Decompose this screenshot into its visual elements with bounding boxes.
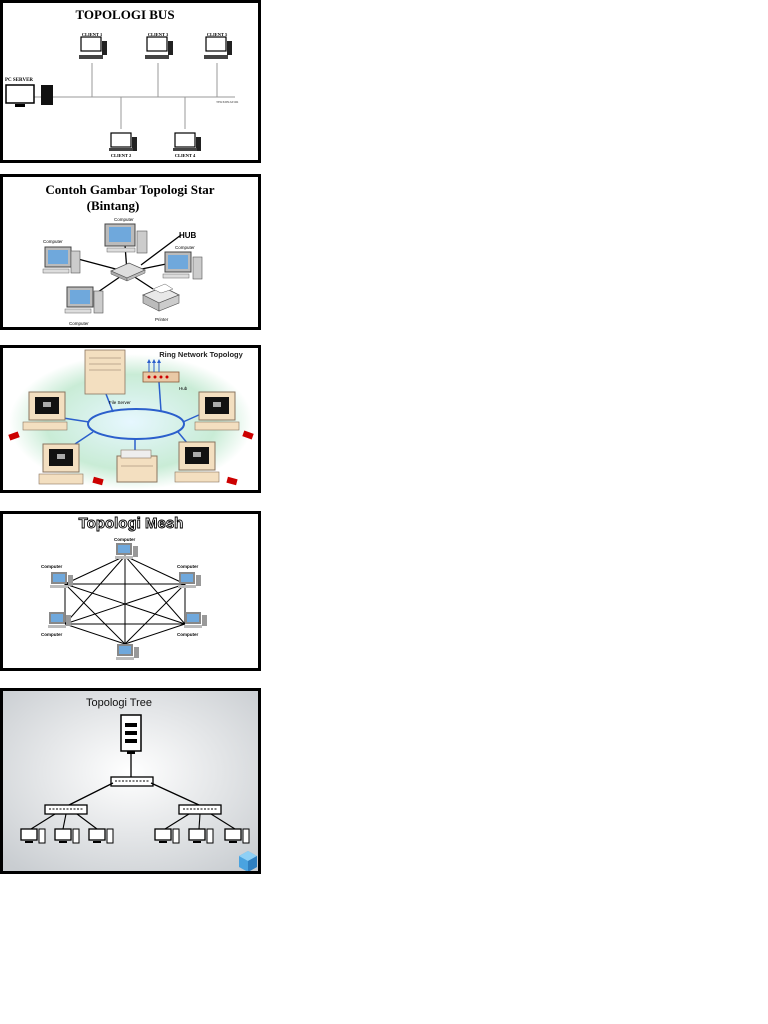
tree-link bbox=[164, 813, 190, 830]
client-5-label: CLIENT 5 bbox=[207, 32, 228, 37]
computer-icon bbox=[174, 441, 238, 486]
computer-icon bbox=[54, 828, 80, 844]
computer-label: Computer bbox=[41, 632, 62, 637]
computer-icon bbox=[20, 828, 46, 844]
hub-label: HUB bbox=[179, 231, 197, 240]
server-icon bbox=[120, 714, 142, 754]
printer-icon bbox=[142, 283, 180, 312]
computer-icon bbox=[8, 391, 68, 441]
client-4-computer-icon bbox=[173, 132, 201, 151]
client-3-computer-icon bbox=[145, 36, 173, 59]
ring-cable bbox=[87, 408, 185, 440]
mesh-title: Topologi Mesh bbox=[79, 515, 184, 532]
computer-icon bbox=[38, 443, 104, 486]
computer-label: Computer bbox=[175, 245, 195, 250]
star-title-line1: Contoh Gambar Topologi Star bbox=[45, 182, 214, 197]
ring-link bbox=[62, 417, 90, 423]
star-topology-panel: Contoh Gambar Topologi Star (Bintang) HU… bbox=[0, 174, 261, 330]
file-server-label: File Server bbox=[109, 400, 131, 405]
computer-label: Computer bbox=[43, 239, 63, 244]
computer-icon bbox=[188, 828, 214, 844]
ring-link bbox=[182, 413, 202, 423]
ring-link bbox=[74, 431, 94, 445]
computer-icon bbox=[224, 828, 250, 844]
ring-title: Ring Network Topology bbox=[159, 350, 243, 359]
tree-link bbox=[150, 782, 200, 806]
computer-icon bbox=[162, 251, 203, 280]
bus-topology-panel: TOPOLOGI BUS TERMINATOR CLIENT 1 CLIENT … bbox=[0, 0, 261, 163]
computer-icon bbox=[104, 223, 148, 254]
computer-label: Computer bbox=[69, 321, 89, 326]
tree-link bbox=[62, 813, 67, 830]
server-label: PC SERVER bbox=[5, 78, 33, 83]
tree-title: Topologi Tree bbox=[86, 697, 152, 709]
ring-topology-panel: Ring Network Topology File Server bbox=[0, 345, 261, 493]
computer-icon bbox=[194, 391, 254, 440]
computer-label: Computer bbox=[177, 632, 198, 637]
computer-icon bbox=[178, 572, 201, 588]
computer-label: Computer bbox=[41, 564, 62, 569]
computer-label: Computer bbox=[177, 564, 198, 569]
client-2-computer-icon bbox=[109, 132, 137, 151]
terminator-label: TERMINATOR bbox=[216, 100, 239, 104]
computer-label: Computer bbox=[114, 217, 134, 222]
right-switch-icon bbox=[178, 804, 222, 815]
hub-icon bbox=[110, 262, 146, 282]
computer-icon bbox=[184, 612, 207, 628]
client-1-computer-icon bbox=[79, 36, 107, 59]
star-title-line2: (Bintang) bbox=[87, 198, 140, 213]
computer-icon bbox=[48, 612, 71, 628]
client-4-label: CLIENT 4 bbox=[175, 153, 196, 158]
computer-icon bbox=[88, 828, 114, 844]
computer-label: Computer bbox=[114, 537, 135, 542]
root-switch-icon bbox=[110, 776, 154, 787]
computer-icon bbox=[64, 286, 104, 314]
tree-link bbox=[30, 813, 56, 830]
computer-icon bbox=[154, 828, 180, 844]
bus-title: TOPOLOGI BUS bbox=[75, 7, 174, 22]
hub-label: Hub bbox=[179, 386, 188, 391]
mesh-links bbox=[64, 555, 186, 645]
computer-icon bbox=[50, 572, 73, 588]
printer-label: Printer bbox=[155, 317, 169, 322]
cube-logo-icon bbox=[239, 851, 257, 871]
client-1-label: CLIENT 1 bbox=[82, 32, 103, 37]
file-server-icon bbox=[84, 349, 126, 395]
computer-icon bbox=[116, 644, 139, 660]
mesh-topology-panel: Topologi Mesh Computer Com bbox=[0, 511, 261, 671]
client-2-label: CLIENT 2 bbox=[111, 153, 132, 158]
hub-pointer-line bbox=[140, 234, 182, 266]
hub-icon bbox=[142, 359, 180, 383]
computer-icon bbox=[42, 246, 81, 274]
ring-link bbox=[158, 381, 162, 412]
ring-link bbox=[105, 393, 114, 413]
tree-link bbox=[198, 813, 201, 830]
printer-icon bbox=[116, 449, 158, 483]
computer-icon bbox=[115, 543, 138, 559]
server-computer-icon bbox=[5, 84, 53, 107]
client-3-label: CLIENT 3 bbox=[148, 32, 169, 37]
tree-link bbox=[76, 813, 98, 830]
left-switch-icon bbox=[44, 804, 88, 815]
tree-link bbox=[210, 813, 236, 830]
tree-link bbox=[68, 782, 114, 806]
tree-topology-panel: Topologi Tree bbox=[0, 688, 261, 874]
client-5-computer-icon bbox=[204, 36, 232, 59]
